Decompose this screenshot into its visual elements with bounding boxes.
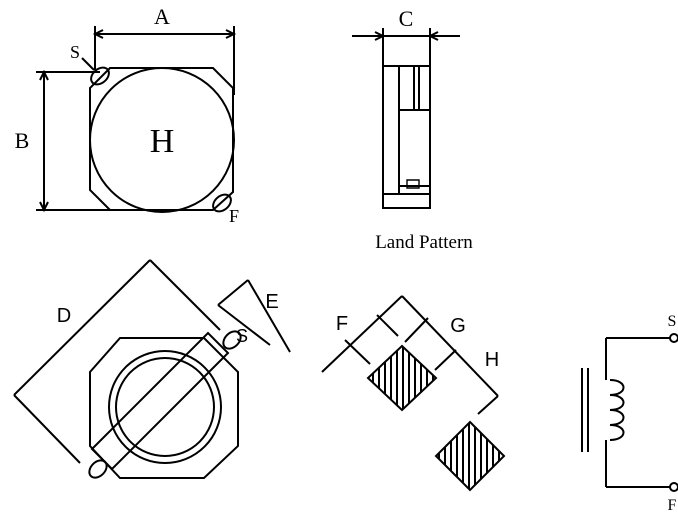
side-bottom-plate (398, 185, 431, 195)
dim-d-line (13, 259, 151, 396)
s-leader (81, 57, 95, 71)
land-pattern-caption: Land Pattern (375, 232, 473, 253)
bottom-terminal-bar (90, 331, 230, 471)
lp-dim-f-line (321, 295, 403, 373)
bottom-pad-top (222, 330, 242, 350)
lp-tick-1 (344, 339, 371, 365)
top-view: A B S F H (15, 4, 239, 226)
label-s-top: S (70, 42, 80, 62)
dim-e-ext-1 (217, 279, 249, 306)
dim-e-ext-2 (247, 279, 291, 353)
lp-tick-2 (376, 314, 399, 337)
lp-tick-3 (404, 317, 429, 343)
label-s-schematic: S (668, 313, 677, 330)
label-a: A (154, 4, 170, 29)
label-g-land: G (450, 315, 466, 337)
label-b: B (15, 128, 30, 153)
lp-tick-5 (477, 395, 499, 415)
bottom-pad-bottom (88, 459, 108, 479)
top-terminal-f (212, 193, 232, 213)
land-pad-2 (434, 420, 506, 492)
bottom-core-inner (115, 357, 215, 457)
dim-d-ext-bottom (13, 394, 81, 464)
terminal-top (669, 333, 678, 343)
label-h-land: H (485, 349, 499, 371)
top-terminal-s (90, 66, 110, 86)
bottom-core-outer (108, 350, 222, 464)
label-h-center: H (150, 123, 175, 160)
label-d: D (57, 305, 71, 327)
bottom-view: D E S (13, 259, 291, 479)
top-core-circle (89, 67, 235, 213)
label-f-top: F (229, 206, 239, 226)
label-e: E (265, 291, 278, 313)
dim-d-ext-top (149, 259, 221, 331)
label-f-land: F (336, 313, 348, 335)
lp-dim-g-line (401, 295, 499, 397)
bottom-body-outline (89, 337, 239, 479)
coil-winding (609, 379, 625, 441)
top-body-outline (89, 67, 234, 211)
schematic: S F (581, 313, 678, 514)
land-pattern: F G H (321, 295, 506, 492)
land-pad-1 (366, 344, 438, 412)
terminal-bottom (669, 482, 678, 492)
dim-e-line (217, 304, 271, 346)
side-terminal (406, 179, 420, 189)
lp-tick-4 (434, 349, 457, 371)
label-f-schematic: F (668, 497, 677, 512)
side-view: C (352, 6, 460, 209)
label-c: C (399, 6, 414, 31)
